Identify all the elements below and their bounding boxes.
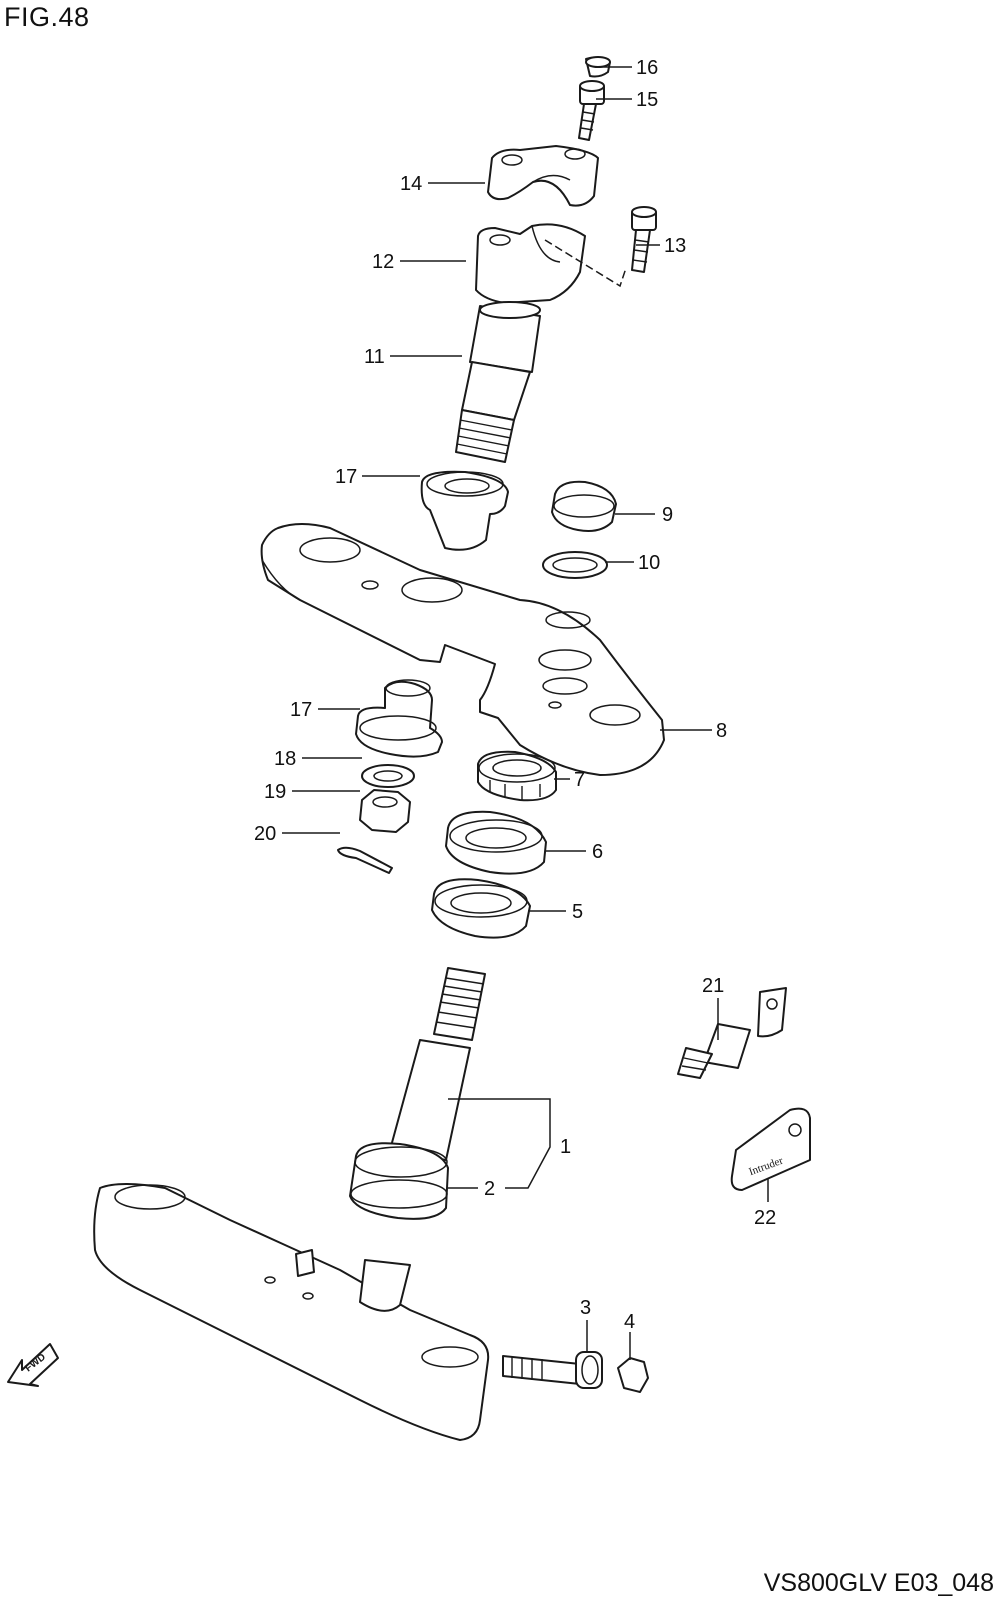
part-12-lower-handlebar-holder[interactable]: [475, 223, 627, 304]
callout-8: 8: [716, 720, 727, 742]
callout-7: 7: [574, 769, 585, 791]
part-11-steering-stem-column[interactable]: [455, 301, 541, 463]
part-7-lock-nut[interactable]: [477, 750, 557, 802]
leader-lines: [282, 66, 769, 1360]
part-21-pin[interactable]: [677, 987, 787, 1079]
part-13-bolt[interactable]: [631, 206, 657, 273]
callout-2: 2: [484, 1178, 495, 1200]
part-4-nut[interactable]: [617, 1357, 649, 1393]
callout-17-lower: 17: [290, 699, 312, 721]
part-9-cap-nut[interactable]: [551, 480, 617, 532]
part-16-cap[interactable]: [585, 56, 611, 78]
part-3-pinch-bolt[interactable]: [502, 1351, 603, 1389]
callout-11: 11: [364, 346, 385, 368]
part-20-cotter-pin[interactable]: [337, 846, 393, 874]
callout-9: 9: [662, 504, 673, 526]
callout-6: 6: [592, 841, 603, 863]
part-6-bearing[interactable]: [445, 810, 547, 875]
part-8-upper-steering-bracket[interactable]: [260, 523, 665, 776]
callout-19: 19: [264, 781, 286, 803]
callout-13: 13: [664, 235, 686, 257]
diagram-code: VS800GLV E03_048: [763, 1569, 994, 1597]
part-19-nut[interactable]: [359, 789, 411, 833]
part-10-washer[interactable]: [542, 551, 608, 579]
callout-1: 1: [560, 1136, 571, 1158]
part-14-upper-handlebar-holder[interactable]: [487, 145, 599, 207]
callout-labels: 16 15 14 13 12 11 17 9 10 8 17 18 7 19 2…: [254, 57, 776, 1333]
callout-3: 3: [580, 1297, 591, 1319]
part-1-steering-stem-lower-bracket[interactable]: [93, 967, 490, 1441]
fwd-arrow-icon: FWD: [7, 1343, 59, 1387]
callout-17-upper: 17: [335, 466, 357, 488]
callout-10: 10: [638, 552, 660, 574]
callout-14: 14: [400, 173, 422, 195]
part-2-dust-seal[interactable]: [349, 1142, 449, 1220]
callout-18: 18: [274, 748, 296, 770]
callout-5: 5: [572, 901, 583, 923]
callout-20: 20: [254, 823, 276, 845]
part-5-bearing[interactable]: [431, 878, 531, 939]
part-22-name-plate[interactable]: Intruder: [730, 1107, 811, 1191]
callout-4: 4: [624, 1311, 635, 1333]
callout-12: 12: [372, 251, 394, 273]
figure-title: FIG.48: [4, 2, 90, 32]
part-15-bolt[interactable]: [578, 80, 605, 141]
callout-22: 22: [754, 1207, 776, 1229]
part-17-lower-bushing[interactable]: [355, 679, 443, 758]
callout-21: 21: [702, 975, 724, 997]
part-18-washer[interactable]: [361, 764, 415, 788]
callout-15: 15: [636, 89, 658, 111]
part-17-upper-bushing[interactable]: [420, 470, 509, 551]
callout-16: 16: [636, 57, 658, 79]
